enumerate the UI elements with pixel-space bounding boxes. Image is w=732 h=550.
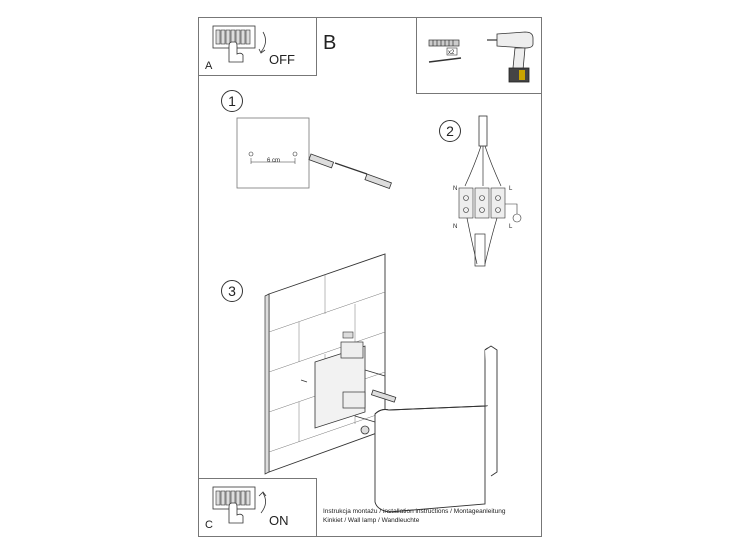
wire-label-l-bottom: L — [509, 224, 513, 230]
panel-letter-a: A — [205, 60, 213, 72]
switch-off-label: OFF — [269, 52, 295, 67]
panel-letter-c: C — [205, 519, 213, 531]
instruction-sheet: A OFF B x2 1 — [198, 17, 542, 537]
distance-label: 6 cm — [267, 158, 280, 164]
switch-on-label: ON — [269, 513, 289, 528]
step-number-2: 2 — [439, 120, 461, 142]
drill-icon — [487, 31, 534, 83]
panel-switch-off: A OFF — [199, 18, 317, 76]
wire-label-l-top: L — [509, 186, 513, 192]
panel-tools: x2 — [416, 18, 541, 94]
wiring-diagram: N L N L — [453, 115, 522, 267]
wall-plug-screw-icon: x2 — [428, 39, 462, 63]
fuse-box-on-icon — [212, 486, 267, 524]
caption-line-2: Kinkiet / Wall lamp / Wandleuchte — [323, 516, 420, 524]
wire-label-n-bottom: N — [453, 224, 457, 230]
quantity-label: x2 — [448, 50, 455, 56]
distance-label-svg: 6 cm — [267, 158, 280, 164]
panel-letter-b: B — [323, 32, 337, 54]
fuse-box-off-icon — [212, 25, 266, 63]
wire-label-n-top: N — [453, 186, 457, 192]
caption-line-1: Instrukcja montażu / installation instru… — [323, 508, 506, 515]
mounting-diagram — [264, 253, 498, 513]
document-caption: Instrukcja montażu / installation instru… — [323, 508, 505, 525]
step-number-1: 1 — [221, 90, 243, 112]
panel-switch-on: C ON — [199, 478, 317, 536]
step-number-3: 3 — [221, 280, 243, 302]
drilling-holes-diagram — [236, 117, 392, 190]
